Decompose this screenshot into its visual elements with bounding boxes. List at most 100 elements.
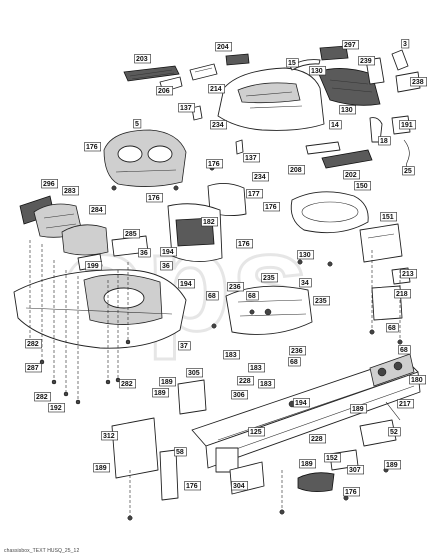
callout-number: 176 — [148, 195, 160, 202]
callout-number: 189 — [352, 406, 364, 413]
callout-number: 235 — [315, 298, 327, 305]
mower-deck-150 — [290, 191, 369, 234]
callout-number: 194 — [180, 281, 192, 288]
callout-number: 68 — [208, 293, 216, 300]
callout-number: 68 — [400, 347, 408, 354]
callout-number: 199 — [87, 263, 99, 270]
callout-number: 194 — [162, 249, 174, 256]
callout-number: 228 — [239, 378, 251, 385]
callout-176a: 176 — [84, 142, 102, 152]
callout-number: 305 — [188, 370, 200, 377]
callout-box — [350, 404, 368, 414]
callout-199: 199 — [85, 261, 103, 271]
callout-36b: 36 — [160, 261, 173, 271]
grille-130 — [317, 68, 381, 106]
strip-208 — [305, 141, 341, 155]
callout-box — [339, 105, 357, 115]
callout-number: 189 — [161, 379, 173, 386]
callout-3: 3 — [401, 39, 410, 49]
callout-37: 37 — [178, 341, 191, 351]
callout-box — [397, 399, 415, 409]
strip-202 — [321, 149, 373, 169]
callout-number: 130 — [341, 107, 353, 114]
callout-297: 297 — [342, 40, 360, 50]
callout-52: 52 — [388, 427, 401, 437]
headlight-214 — [189, 63, 218, 81]
callout-box — [358, 56, 376, 66]
callout-183a: 183 — [223, 350, 241, 360]
callout-box — [409, 375, 427, 385]
callout-number: 284 — [91, 207, 103, 214]
callout-number: 204 — [217, 44, 229, 51]
callout-204: 204 — [215, 42, 233, 52]
callout-box — [134, 54, 152, 64]
callout-box — [62, 186, 80, 196]
callout-15: 15 — [286, 58, 299, 68]
callout-206: 206 — [156, 86, 174, 96]
callout-312: 312 — [101, 431, 119, 441]
callout-box — [133, 119, 142, 129]
callout-number: 52 — [390, 429, 398, 436]
callout-234a: 234 — [210, 120, 228, 130]
callout-239: 239 — [358, 56, 376, 66]
callout-number: 189 — [154, 390, 166, 397]
callout-130c: 130 — [297, 250, 315, 260]
bracket-3 — [391, 49, 409, 71]
fender-284 — [61, 224, 109, 256]
callout-box — [378, 136, 391, 146]
callout-number: 68 — [248, 293, 256, 300]
callout-number: 176 — [265, 204, 277, 211]
callout-box — [223, 350, 241, 360]
callout-box — [297, 250, 315, 260]
callout-box — [184, 481, 202, 491]
callout-number: 282 — [121, 381, 133, 388]
callout-number: 151 — [382, 214, 394, 221]
callout-189d: 189 — [384, 460, 402, 470]
callout-box — [289, 346, 307, 356]
callout-236b: 236 — [289, 346, 307, 356]
callout-box — [119, 379, 137, 389]
callout-box — [210, 120, 228, 130]
callout-number: 34 — [301, 280, 309, 287]
callout-213: 213 — [400, 269, 418, 279]
callout-box — [41, 179, 59, 189]
callout-228a: 228 — [237, 376, 255, 386]
callout-183c: 183 — [258, 379, 276, 389]
callout-306: 306 — [231, 390, 249, 400]
callout-number: 150 — [356, 183, 368, 190]
callout-217: 217 — [397, 399, 415, 409]
callout-180: 180 — [409, 375, 427, 385]
callout-number: 152 — [326, 455, 338, 462]
callout-box — [160, 247, 178, 257]
callout-box — [231, 481, 249, 491]
light-238 — [395, 71, 421, 93]
callout-box — [25, 339, 43, 349]
callout-number: 15 — [288, 60, 296, 67]
callout-box — [354, 181, 372, 191]
callout-34: 34 — [299, 278, 312, 288]
callout-number: 217 — [399, 401, 411, 408]
callout-box — [386, 323, 399, 333]
callout-box — [206, 291, 219, 301]
callout-number: 235 — [263, 275, 275, 282]
callout-box — [246, 291, 259, 301]
fastener-guides — [29, 240, 401, 516]
callout-box — [123, 229, 141, 239]
callout-189c: 189 — [350, 404, 368, 414]
callout-150: 150 — [354, 181, 372, 191]
decal-204 — [225, 53, 250, 66]
callout-68d: 68 — [398, 345, 411, 355]
callout-number: 68 — [290, 359, 298, 366]
callout-box — [227, 282, 245, 292]
callout-number: 236 — [291, 348, 303, 355]
dash-5 — [103, 129, 187, 187]
callout-282c: 282 — [34, 392, 52, 402]
callout-box — [288, 357, 301, 367]
callout-304: 304 — [231, 481, 249, 491]
callout-box — [309, 66, 327, 76]
callout-5: 5 — [133, 119, 142, 129]
callout-137b: 137 — [243, 153, 261, 163]
bracket-58 — [159, 449, 179, 501]
callout-number: 125 — [250, 429, 262, 436]
